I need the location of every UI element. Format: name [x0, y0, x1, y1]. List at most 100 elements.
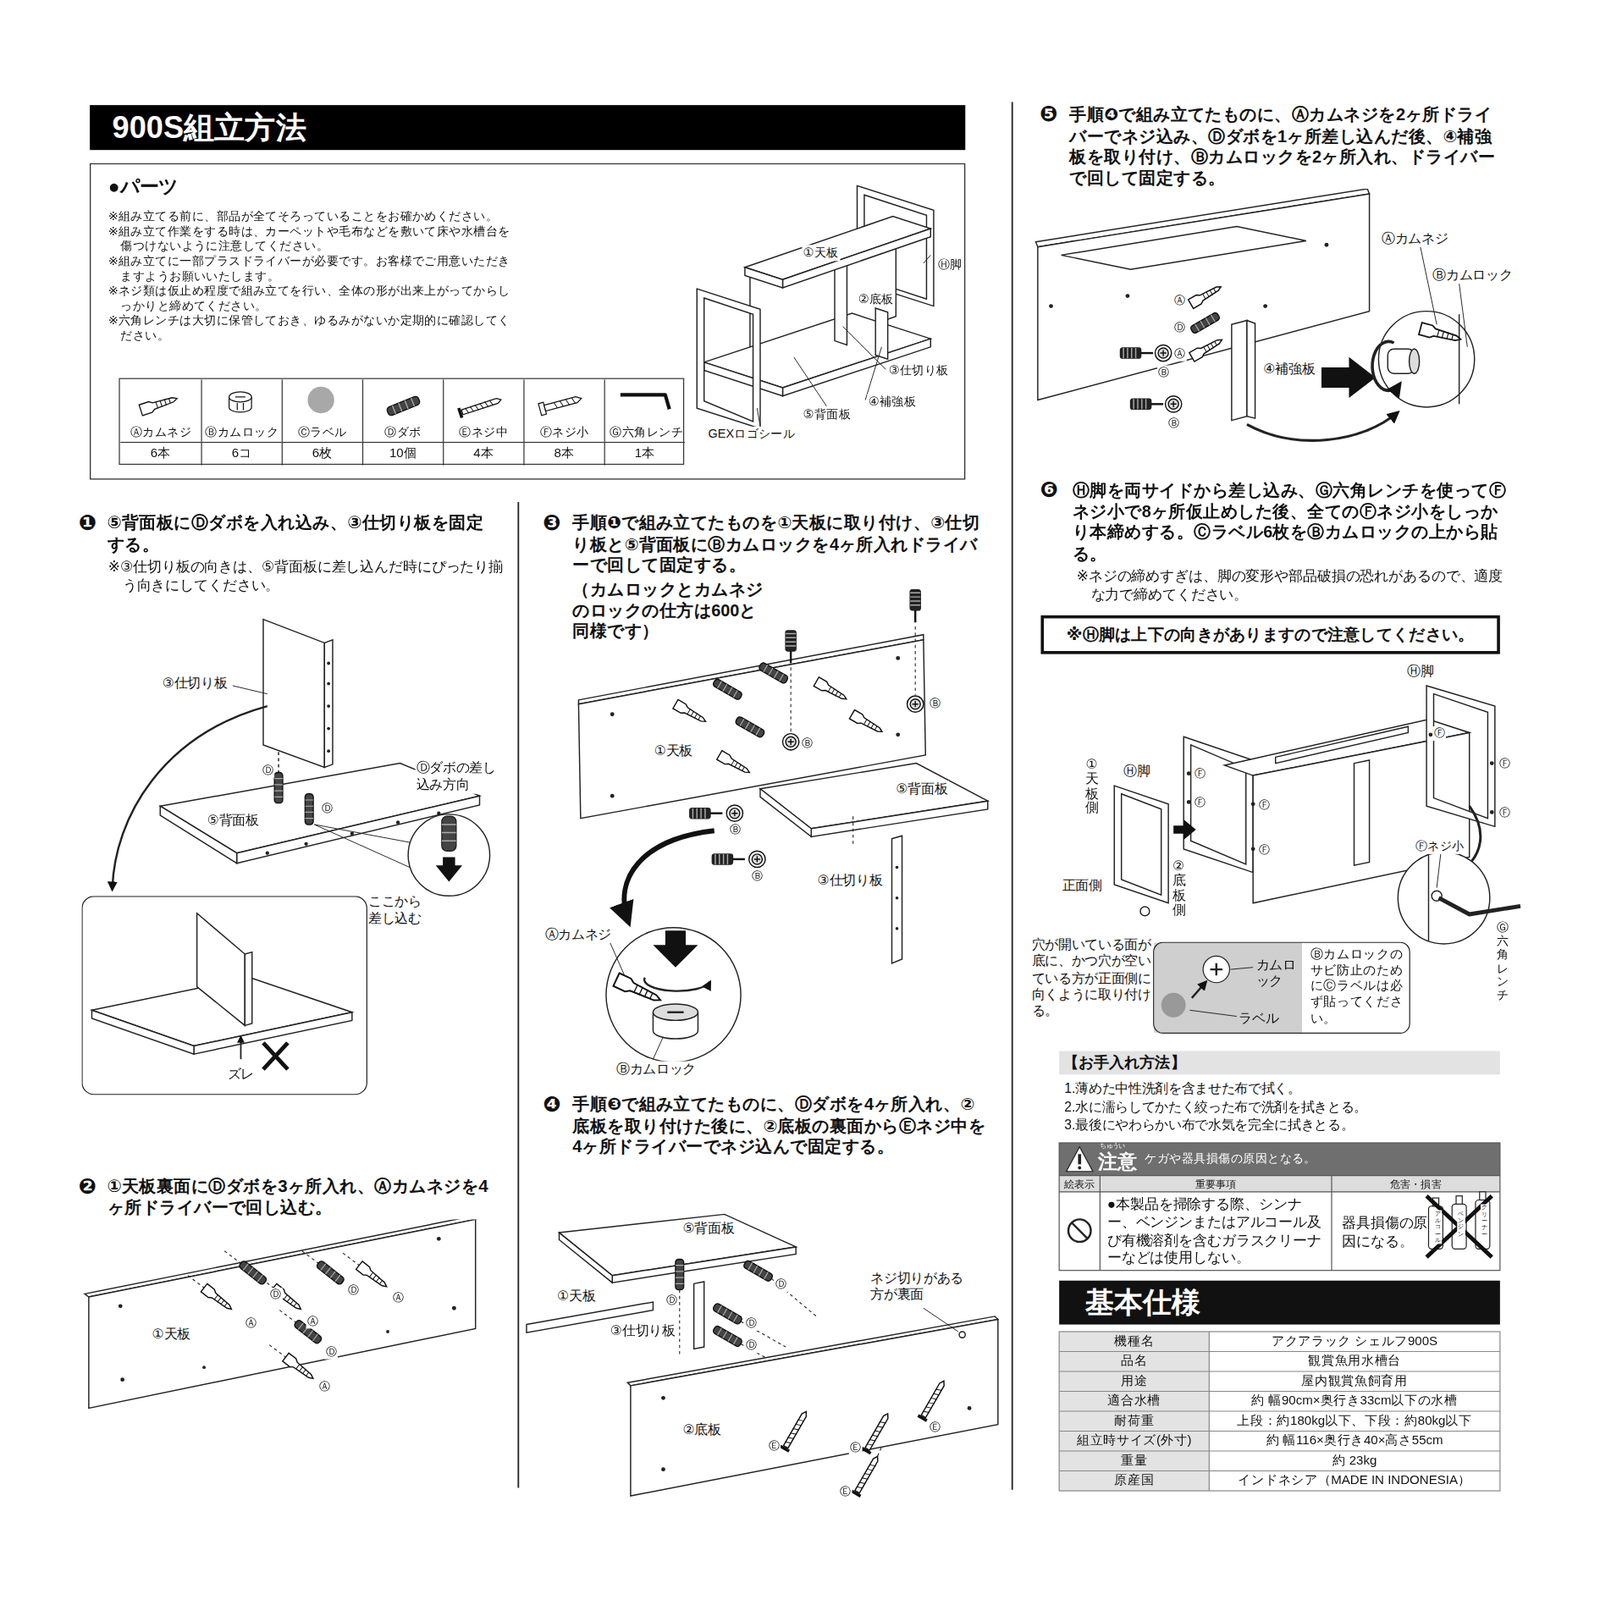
spec-value-cell: 約 23kg — [1208, 1451, 1501, 1472]
step4-illustration — [612, 1246, 796, 1283]
caution-table — [1059, 1175, 1501, 1192]
part-count: 10個 — [389, 446, 417, 463]
step5-illustration — [1189, 311, 1220, 334]
step1-illustration — [244, 952, 252, 1027]
caution-table — [1068, 1219, 1092, 1242]
rack-illustration — [843, 326, 887, 370]
step3-illustration — [783, 733, 800, 751]
rack-illustration — [756, 408, 761, 427]
spec-label: 組立時サイズ(外寸) — [1076, 1433, 1192, 1450]
step1-illustration — [408, 814, 490, 896]
part-count: 8本 — [554, 446, 575, 463]
part-name-cell: Ⓑカムロック — [200, 379, 282, 442]
vertical-label: ①天板側 — [1084, 756, 1100, 816]
part-name-cell: Ⓕネジ小 — [523, 379, 604, 442]
column-divider — [518, 102, 1012, 1490]
header-text: 重要事項 — [1195, 1178, 1236, 1192]
part-label: ③仕切り板 — [888, 363, 950, 379]
step-heading: Ⓗ脚を両サイドから差し込み、Ⓖ六角レンチを使ってⒻネジ小で8ヶ所仮止めした後、全… — [1071, 480, 1508, 564]
spec-label-cell: 品名 — [1059, 1351, 1209, 1372]
step3-illustration — [891, 835, 902, 964]
callout-letter: Ⓑ — [800, 736, 815, 751]
step2-illustration — [452, 1306, 457, 1311]
callout-letter: Ⓑ — [1167, 416, 1181, 431]
step1-illustration — [263, 619, 325, 768]
step1-illustration — [326, 662, 331, 666]
step3-illustration — [689, 808, 723, 819]
step3-illustration — [734, 716, 766, 739]
parts-table-grid — [119, 378, 685, 464]
part-label: ①天板 — [801, 244, 839, 260]
step6-illustration — [1489, 810, 1495, 815]
spec-value-cell: 屋内観賞魚飼育用 — [1208, 1371, 1501, 1392]
note-text: ※組み立てる前に、部品が全てそろっていることをお確かめください。 — [108, 209, 515, 225]
spec-label-cell: 適合水槽 — [1059, 1391, 1209, 1413]
label-inset-illustration — [1230, 967, 1254, 970]
rack-illustration — [923, 254, 931, 264]
caution-table — [1426, 1196, 1492, 1258]
caution-table — [1059, 1142, 1501, 1176]
step3-illustration — [652, 1037, 663, 1060]
step4-illustration — [661, 1395, 972, 1472]
header-text: 絵表示 — [1064, 1178, 1095, 1192]
step3-illustration — [813, 677, 850, 704]
spec-label: 品名 — [1120, 1353, 1148, 1370]
table-header-cell: 絵表示 — [1059, 1175, 1100, 1196]
section-band: 基本仕様 — [1059, 1280, 1501, 1325]
caution-text: ケガや器具損傷の原因となる。 — [1144, 1151, 1317, 1167]
step5-illustration — [1125, 293, 1131, 298]
step3-illustration — [667, 1011, 684, 1014]
step5-illustration — [1165, 396, 1182, 413]
step6-illustration — [1439, 898, 1521, 915]
callout-letter: Ⓓ — [1173, 320, 1187, 335]
step-heading: ❹ — [541, 1091, 563, 1119]
step6-illustration — [1114, 685, 1521, 944]
part-label: ①天板 — [652, 742, 694, 760]
step2-illustration — [84, 1216, 476, 1409]
step5-illustration — [1061, 226, 1307, 271]
part-name-cell: Ⓒラベル — [281, 379, 363, 442]
spec-table — [1059, 1351, 1501, 1352]
vertical-label: アルコール — [1434, 1210, 1443, 1245]
step1-illustration — [91, 619, 490, 1071]
label-inset-illustration — [1191, 982, 1207, 999]
step5-illustration — [1189, 335, 1225, 362]
caution-table — [1479, 1191, 1486, 1201]
spec-value-cell: 観賞魚用水槽台 — [1208, 1351, 1501, 1372]
caution-table — [1059, 1191, 1501, 1192]
callout-letter: Ⓓ — [665, 1293, 679, 1308]
part-icons — [544, 395, 583, 412]
spec-label-cell: 耐荷重 — [1059, 1411, 1209, 1432]
callout-letter: Ⓔ — [838, 1484, 853, 1500]
spec-table — [1059, 1430, 1501, 1432]
step6-illustration — [1426, 685, 1496, 827]
caution-table — [1059, 1175, 1501, 1176]
step3-illustration — [717, 750, 753, 778]
part-label: ②底板 — [681, 1421, 723, 1439]
step6-illustration — [1251, 801, 1256, 806]
part-icons — [307, 386, 334, 414]
step1-illustration — [326, 704, 331, 708]
step4-illustration — [559, 1232, 613, 1283]
step4-illustration — [661, 1467, 666, 1472]
step3-illustration — [610, 943, 625, 977]
spec-value: 約 23kg — [1332, 1452, 1378, 1469]
step2-illustration — [118, 1303, 123, 1308]
step1-illustration — [441, 816, 457, 851]
part-count-cell: 4本 — [442, 441, 524, 466]
callout-letter: Ⓕ — [1497, 756, 1512, 772]
step4-illustration — [780, 1408, 812, 1452]
part-label: Ⓗ脚 — [937, 257, 964, 273]
step3-illustration — [610, 794, 615, 799]
spec-value-cell: アクアラック シェルフ900S — [1208, 1331, 1501, 1352]
callout-letter: Ⓔ — [766, 1439, 781, 1454]
spec-value: 観賞魚用水槽台 — [1307, 1353, 1402, 1370]
callout-letter: Ⓐ — [391, 1291, 406, 1306]
table-header-cell: 重要事項 — [1099, 1175, 1332, 1196]
step5-illustration — [1459, 283, 1468, 348]
step3-illustration — [895, 732, 900, 737]
spec-table — [1059, 1390, 1501, 1392]
spec-label: 機種名 — [1114, 1333, 1154, 1350]
part-label: ここから差し込む — [367, 893, 431, 927]
step3-illustration — [895, 926, 900, 931]
